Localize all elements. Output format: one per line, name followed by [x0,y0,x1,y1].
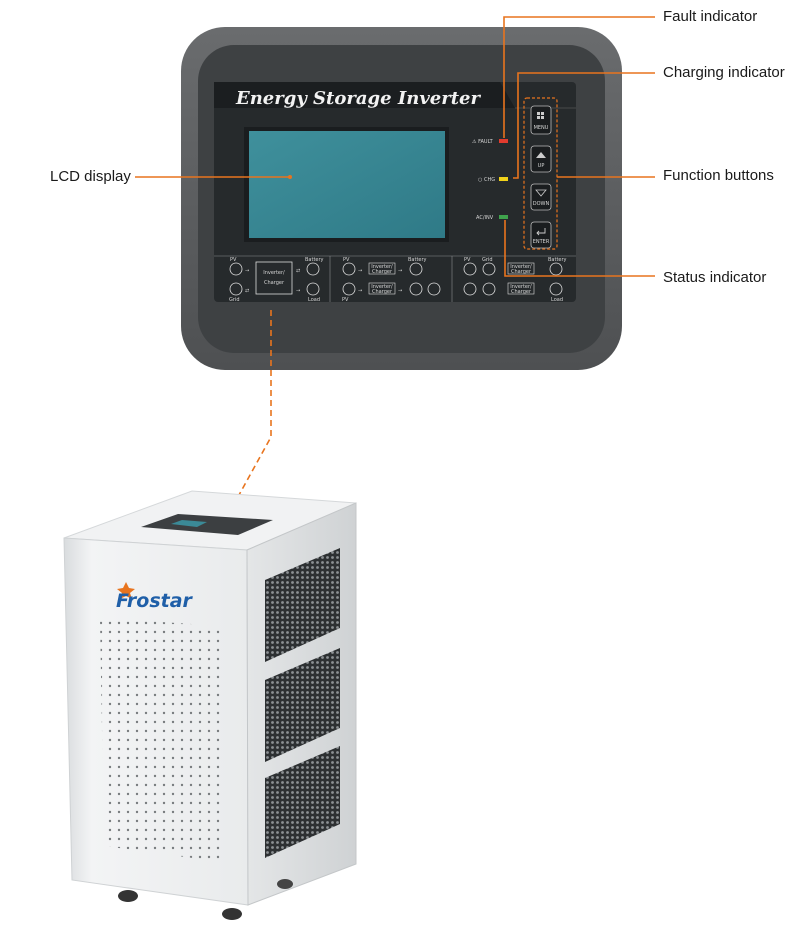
fault-leader-line [503,16,655,138]
control-panel: Energy Storage Inverter ⚠ FAULT ○ CHG AC… [181,27,622,370]
svg-text:Inverter/: Inverter/ [263,270,285,276]
menu-button[interactable]: MENU [530,105,552,135]
svg-text:PV: PV [464,257,471,263]
chg-label: ○ CHG [478,177,495,183]
svg-text:Charger: Charger [511,269,532,275]
svg-text:→: → [398,268,402,274]
down-button[interactable]: DOWN [530,183,552,211]
down-label: DOWN [533,201,550,207]
lcd-display-callout: LCD display [50,168,131,185]
svg-text:Inverter/: Inverter/ [510,284,532,290]
flow-section-2: PV PV → → Inverter/ Charger Inverter/ Ch… [342,257,441,303]
pv-icon [229,262,243,276]
buttons-outline [523,97,558,250]
inverter-charger-box [255,261,293,295]
status-leader-line [504,220,655,277]
svg-text:Inverter/: Inverter/ [371,264,393,270]
charging-leader-line [513,72,655,179]
svg-text:→: → [296,288,300,294]
frostar-logo: Frostar [116,582,194,612]
svg-text:Battery: Battery [548,257,567,263]
svg-text:→: → [358,268,362,274]
svg-text:Grid: Grid [482,257,493,263]
load-icon [306,282,320,296]
wheel-front-left [118,890,138,902]
wheel-back-right [277,879,293,889]
fault-label: ⚠ FAULT [472,139,494,145]
chg-led [499,177,508,181]
svg-text:Charger: Charger [264,280,285,286]
fault-indicator-callout: Fault indicator [663,8,758,25]
wheel-front-right [222,908,242,920]
svg-text:PV: PV [342,297,349,303]
svg-text:Charger: Charger [372,289,393,295]
lcd-screen [249,131,445,238]
menu-label: MENU [534,125,549,131]
logo-star-icon [117,582,135,599]
enter-button[interactable]: ENTER [530,221,552,249]
svg-text:PV: PV [343,257,350,263]
charging-indicator-callout: Charging indicator [663,64,785,81]
svg-text:Inverter/: Inverter/ [371,284,393,290]
panel-to-cabinet-dashed-line [227,310,272,516]
function-buttons-callout: Function buttons [663,167,774,184]
flow-section-1: PV Grid → ⇄ Inverter/ Charger ⇄ → Batter… [229,257,324,303]
up-arrow-icon [536,152,546,158]
svg-text:Charger: Charger [372,269,393,275]
svg-text:Battery: Battery [408,257,427,263]
side-vent-top [265,548,340,662]
battery-icon [306,262,320,276]
mini-lcd [171,520,207,527]
brand-name: Frostar [116,590,194,612]
svg-text:PV: PV [230,257,237,263]
svg-text:Grid: Grid [229,297,240,303]
svg-text:Inverter/: Inverter/ [510,264,532,270]
side-vent-bottom [265,746,340,858]
acinv-label: AC/INV [476,215,494,221]
svg-text:→: → [398,288,402,294]
callout-lines [135,16,655,516]
up-label: UP [538,163,545,169]
up-button[interactable]: UP [530,145,552,173]
front-perforation [100,618,222,862]
fault-led [499,139,508,143]
enter-icon [536,228,546,236]
title-banner [214,82,515,108]
enter-label: ENTER [533,239,550,245]
down-arrow-icon [535,189,547,197]
mini-panel [141,514,273,535]
grid-icon [229,282,243,296]
svg-text:Load: Load [308,297,320,303]
svg-text:Load: Load [551,297,563,303]
side-vent-middle [265,648,340,762]
svg-text:Battery: Battery [305,257,324,263]
flow-section-3: PV Grid Inverter/ Charger Inverter/ Char… [463,257,567,303]
svg-text:→: → [358,288,362,294]
svg-text:Charger: Charger [511,289,532,295]
svg-text:→: → [245,268,249,274]
acinv-led [499,215,508,219]
status-indicator-callout: Status indicator [663,269,767,286]
panel-title: Energy Storage Inverter [235,88,481,109]
svg-text:⇄: ⇄ [245,288,249,294]
inverter-cabinet [63,490,357,920]
svg-text:⇄: ⇄ [296,268,300,274]
